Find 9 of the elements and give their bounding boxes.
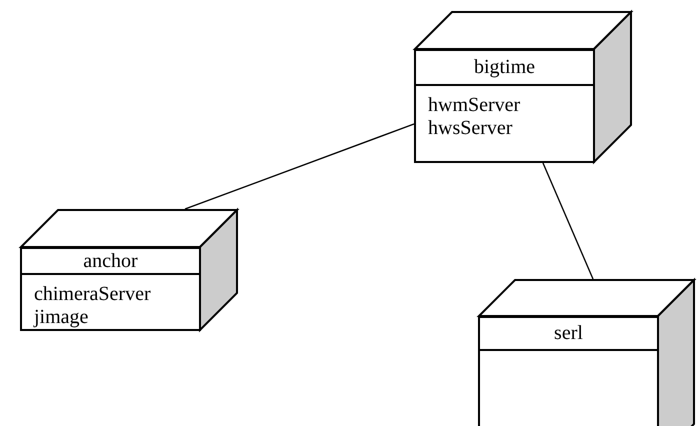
node-name: serl <box>554 322 583 345</box>
component-name: hwsServer <box>428 117 512 140</box>
component-name: hwmServer <box>428 94 520 117</box>
connector-line <box>542 162 594 280</box>
node-name: anchor <box>83 250 138 272</box>
component-name: jimage <box>34 306 88 329</box>
component-name: chimeraServer <box>34 283 151 306</box>
node-name: bigtime <box>474 56 536 79</box>
connector-line <box>184 123 414 210</box>
